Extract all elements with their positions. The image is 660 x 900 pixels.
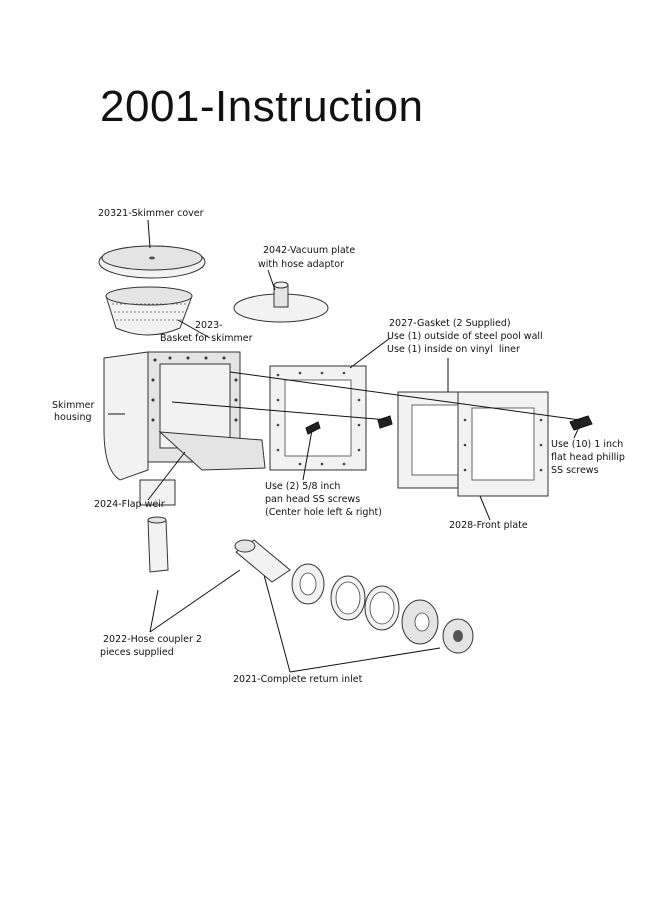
flat-screws-label-1: Use (10) 1 inch xyxy=(551,439,624,450)
gasket-label-1: 2027-Gasket (2 Supplied) xyxy=(389,318,511,329)
skimmer-housing-label-1: Skimmer xyxy=(52,400,95,411)
skimmer-cover xyxy=(98,245,206,279)
page-title: 2001-Instruction xyxy=(100,82,424,131)
vacuum-plate xyxy=(233,281,329,323)
front-plate xyxy=(457,391,549,497)
pan-screws-label-3: (Center hole left & right) xyxy=(265,507,382,518)
pan-head-screw xyxy=(305,415,393,435)
vacuum-plate-label-2: with hose adaptor xyxy=(258,259,344,270)
gasket-label-3: Use (1) inside on vinyl liner xyxy=(387,344,520,355)
hose-coupler-label-2: pieces supplied xyxy=(100,647,174,658)
hose-coupler-label-1: 2022-Hose coupler 2 xyxy=(103,634,202,645)
skimmer-housing-label-2: housing xyxy=(54,412,92,423)
return-inlet-label: 2021-Complete return inlet xyxy=(233,674,363,685)
vacuum-plate-label-1: 2042-Vacuum plate xyxy=(263,245,356,256)
leader-lines xyxy=(108,219,581,673)
hose-coupler xyxy=(147,516,169,573)
flat-screws-label-3: SS screws xyxy=(551,465,599,476)
flat-head-screw xyxy=(569,415,593,431)
gasket-label-2: Use (1) outside of steel pool wall xyxy=(387,331,543,342)
front-plate-label: 2028-Front plate xyxy=(449,520,528,531)
flat-screws-label-2: flat head phillip xyxy=(551,452,625,463)
pan-screws-label-2: pan head SS screws xyxy=(265,494,361,505)
return-inlet xyxy=(234,539,474,654)
skimmer-cover-label: 20321-Skimmer cover xyxy=(98,208,204,219)
gasket xyxy=(269,365,367,471)
basket-label-2: Basket for skimmer xyxy=(160,333,253,344)
skimmer-basket xyxy=(105,286,193,336)
skimmer-housing xyxy=(103,351,266,506)
flap-weir-label: 2024-Flap weir xyxy=(94,499,165,510)
pan-screws-label-1: Use (2) 5/8 inch xyxy=(265,481,341,492)
basket-label-1: 2023- xyxy=(195,320,223,331)
